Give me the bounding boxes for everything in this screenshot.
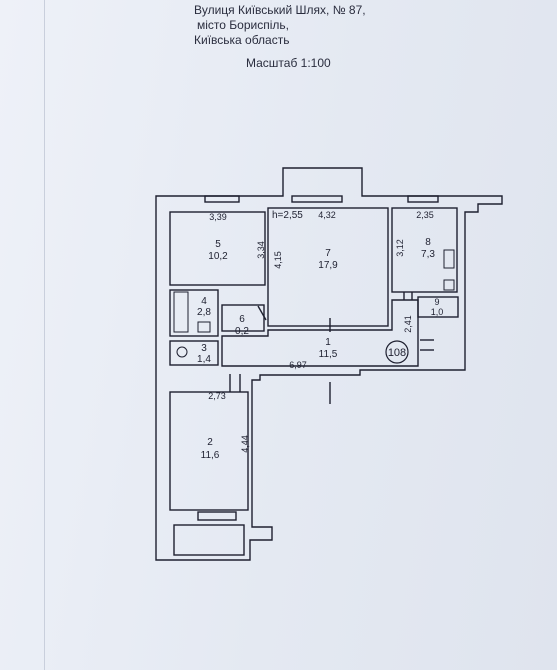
room-9-number: 9 bbox=[434, 297, 439, 307]
dim-room2-height: 4,44 bbox=[240, 435, 250, 453]
room-2-area: 11,6 bbox=[201, 450, 220, 461]
room-5-number: 5 bbox=[215, 239, 221, 250]
dim-room5-width: 3,39 bbox=[209, 212, 227, 222]
apartment-number: 108 bbox=[388, 347, 406, 359]
address-city: місто Бориспіль, bbox=[197, 18, 289, 32]
toilet-icon bbox=[176, 346, 188, 358]
room-2-outline bbox=[169, 391, 249, 511]
room-3-outline bbox=[169, 340, 219, 366]
room-1-outline bbox=[221, 299, 419, 367]
room-4-outline bbox=[169, 289, 219, 337]
dim-room7-width: 4,32 bbox=[318, 210, 336, 220]
room-4-number: 4 bbox=[201, 296, 207, 307]
dim-room2-width: 2,73 bbox=[208, 391, 226, 401]
room-labels: 5 10,2 7 17,9 8 7,3 9 1,0 4 2,8 3 1,4 6 … bbox=[197, 237, 443, 461]
window-room8 bbox=[407, 195, 439, 203]
room-8-number: 8 bbox=[425, 237, 431, 248]
address-region: Київська область bbox=[194, 33, 290, 47]
room-6-outline bbox=[221, 304, 265, 332]
kitchen-sink-icon bbox=[443, 279, 455, 291]
room-6-number: 6 bbox=[239, 314, 245, 325]
balcony-bottom bbox=[173, 524, 245, 556]
bathtub-icon bbox=[173, 291, 189, 333]
dim-room5-height: 3,34 bbox=[256, 241, 266, 259]
dim-room8-width: 2,35 bbox=[416, 210, 434, 220]
dimension-labels: 3,39 3,34 4,32 4,15 2,35 3,12 6,97 2,41 … bbox=[208, 210, 434, 453]
room-4-area: 2,8 bbox=[197, 307, 211, 318]
room-8-area: 7,3 bbox=[421, 249, 435, 260]
address-street: Вулиця Київський Шлях, № 87, bbox=[194, 3, 366, 17]
room-7-area: 17,9 bbox=[318, 260, 338, 271]
room-5-outline bbox=[169, 211, 266, 286]
scale-label: Масштаб 1:100 bbox=[246, 56, 331, 70]
room-8-outline bbox=[391, 207, 458, 293]
apartment-number-circle bbox=[385, 340, 409, 364]
door-room6 bbox=[257, 305, 267, 321]
page-margin-line bbox=[44, 0, 45, 670]
window-room7 bbox=[291, 195, 343, 203]
room-1-number: 1 bbox=[325, 337, 331, 348]
room-9-area: 1,0 bbox=[431, 307, 444, 317]
window-room2 bbox=[197, 511, 237, 521]
ceiling-height: h=2,55 bbox=[272, 210, 303, 221]
room-7-outline bbox=[267, 207, 389, 327]
dim-room8-height: 3,12 bbox=[395, 239, 405, 257]
room-1-area: 11,5 bbox=[319, 349, 338, 360]
dim-corridor-width: 2,41 bbox=[403, 315, 413, 333]
room-3-area: 1,4 bbox=[197, 354, 211, 365]
dim-corridor-length: 6,97 bbox=[289, 360, 307, 370]
room-3-number: 3 bbox=[201, 343, 207, 354]
sink-icon bbox=[197, 321, 211, 333]
walls bbox=[155, 167, 503, 561]
room-5-area: 10,2 bbox=[208, 251, 228, 262]
address-header: Вулиця Київський Шлях, № 87, місто Борис… bbox=[0, 0, 557, 80]
room-6-area: 0,2 bbox=[235, 326, 249, 337]
fixtures bbox=[173, 249, 455, 358]
stove-icon bbox=[443, 249, 455, 269]
window-room5 bbox=[204, 195, 240, 203]
dim-room7-height: 4,15 bbox=[273, 251, 283, 269]
room-7-number: 7 bbox=[325, 248, 331, 259]
room-2-number: 2 bbox=[207, 437, 213, 448]
